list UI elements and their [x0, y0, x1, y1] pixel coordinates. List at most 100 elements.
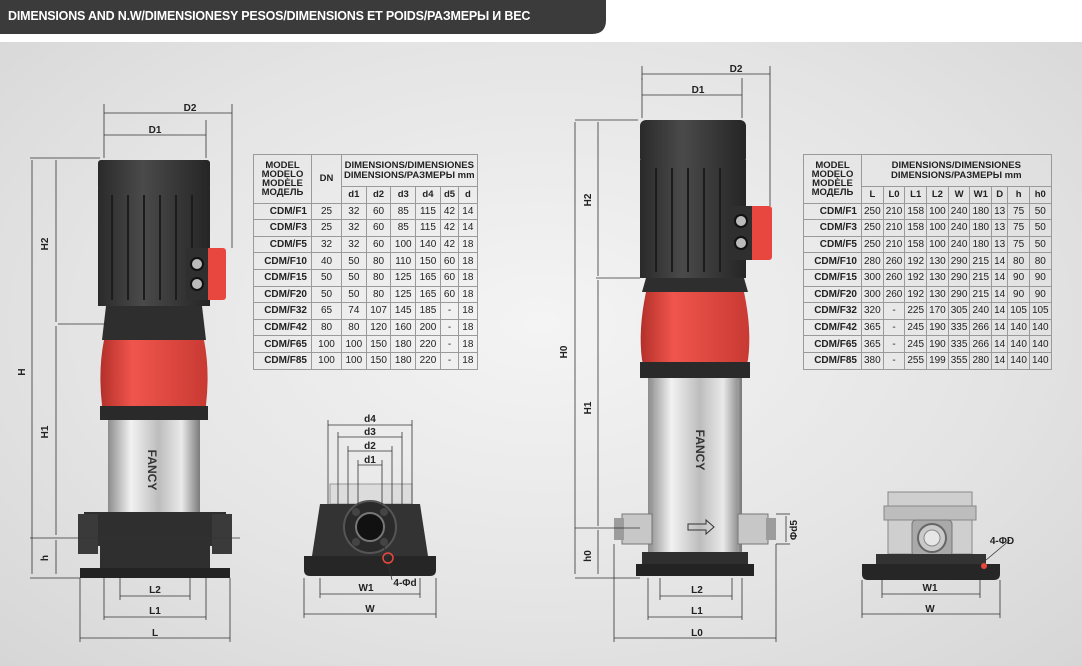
value-cell: 240 — [947, 235, 971, 254]
left-flange-view: d4 d3 d2 d1 W1 W 4-Φd — [303, 414, 437, 618]
model-cell: CDM/F42 — [803, 318, 862, 337]
dim-label-L1: L1 — [691, 606, 703, 617]
value-cell: 245 — [904, 335, 928, 353]
value-cell: 80 — [365, 252, 392, 270]
value-cell: 100 — [926, 202, 949, 221]
value-cell: 80 — [1007, 252, 1030, 270]
value-cell: 90 — [1007, 285, 1030, 304]
dim-label-W1: W1 — [923, 583, 938, 594]
value-cell: 18 — [458, 351, 478, 370]
dim-label-D1: D1 — [692, 85, 705, 96]
value-cell: 130 — [926, 268, 949, 287]
value-cell: 240 — [947, 219, 971, 237]
header-banner — [0, 0, 606, 34]
value-cell: 130 — [926, 252, 949, 270]
column-header-d4: d4 — [415, 186, 441, 204]
dim-label-bolts-d: 4-Φd — [393, 578, 416, 589]
value-cell: 192 — [904, 252, 928, 270]
value-cell: 32 — [341, 235, 367, 254]
motor-fan-cover — [640, 120, 746, 164]
column-header-d2: d2 — [365, 186, 392, 204]
value-cell: 80 — [1028, 252, 1052, 270]
header-title: DIMENSIONS AND N.W/DIMENSIONESY PESOS/DI… — [8, 9, 531, 23]
value-cell: 160 — [390, 318, 417, 337]
column-header-d: d — [458, 186, 478, 204]
value-cell: 260 — [882, 268, 906, 287]
value-cell: 192 — [904, 268, 928, 287]
value-cell: 280 — [861, 252, 884, 270]
dim-label-d2: d2 — [364, 441, 376, 452]
value-cell: 335 — [947, 335, 971, 353]
value-cell: 18 — [458, 302, 478, 320]
value-cell: 80 — [365, 268, 392, 287]
value-cell: 165 — [415, 285, 441, 304]
pump-base — [642, 552, 748, 566]
value-cell: 74 — [341, 302, 367, 320]
dim-label-L1: L1 — [149, 606, 161, 617]
column-header-d1: d1 — [341, 186, 367, 204]
value-cell: 18 — [458, 285, 478, 304]
value-cell: 250 — [861, 235, 884, 254]
dim-label-d5: Φd5 — [789, 520, 800, 540]
value-cell: 290 — [947, 268, 971, 287]
column-header-h: h — [1007, 186, 1030, 204]
value-cell: 140 — [1007, 318, 1030, 337]
value-cell: 215 — [969, 285, 993, 304]
value-cell: 266 — [969, 318, 993, 337]
value-cell: - — [882, 302, 906, 320]
model-cell: CDM/F42 — [253, 318, 312, 337]
value-cell: 32 — [341, 202, 367, 221]
dim-label-L: L — [152, 628, 158, 639]
dim-label-H1: H1 — [583, 401, 594, 414]
value-cell: 150 — [365, 351, 392, 370]
value-cell: 14 — [458, 202, 478, 221]
value-cell: 130 — [926, 285, 949, 304]
dim-label-W1: W1 — [359, 583, 374, 594]
value-cell: 75 — [1007, 202, 1030, 221]
value-cell: 140 — [1028, 335, 1052, 353]
value-cell: 100 — [926, 235, 949, 254]
value-cell: - — [882, 318, 906, 337]
value-cell: 300 — [861, 268, 884, 287]
column-header-d3: d3 — [390, 186, 417, 204]
value-cell: 18 — [458, 268, 478, 287]
value-cell: 60 — [365, 219, 392, 237]
value-cell: 215 — [969, 252, 993, 270]
value-cell: 245 — [904, 318, 928, 337]
dim-label-H2: H2 — [40, 237, 51, 250]
value-cell: 80 — [365, 285, 392, 304]
column-header-l1: L1 — [904, 186, 928, 204]
value-cell: 14 — [991, 351, 1009, 370]
value-cell: 18 — [458, 318, 478, 337]
value-cell: 105 — [1007, 302, 1030, 320]
value-cell: 14 — [991, 268, 1009, 287]
value-cell: 180 — [969, 219, 993, 237]
value-cell: 42 — [439, 202, 460, 221]
dim-label-H2: H2 — [583, 193, 594, 206]
dim-label-H1: H1 — [40, 425, 51, 438]
value-cell: 100 — [311, 335, 342, 353]
value-cell: - — [439, 351, 460, 370]
dim-label-d1: d1 — [364, 455, 376, 466]
dim-label-bolts-D: 4-ΦD — [990, 536, 1014, 547]
model-cell: CDM/F85 — [803, 351, 862, 370]
value-cell: 150 — [415, 252, 441, 270]
value-cell: 150 — [365, 335, 392, 353]
brand-logo: FANCY — [693, 430, 707, 471]
dim-label-H: H — [17, 368, 28, 375]
value-cell: 14 — [991, 302, 1009, 320]
value-cell: 14 — [991, 318, 1009, 337]
